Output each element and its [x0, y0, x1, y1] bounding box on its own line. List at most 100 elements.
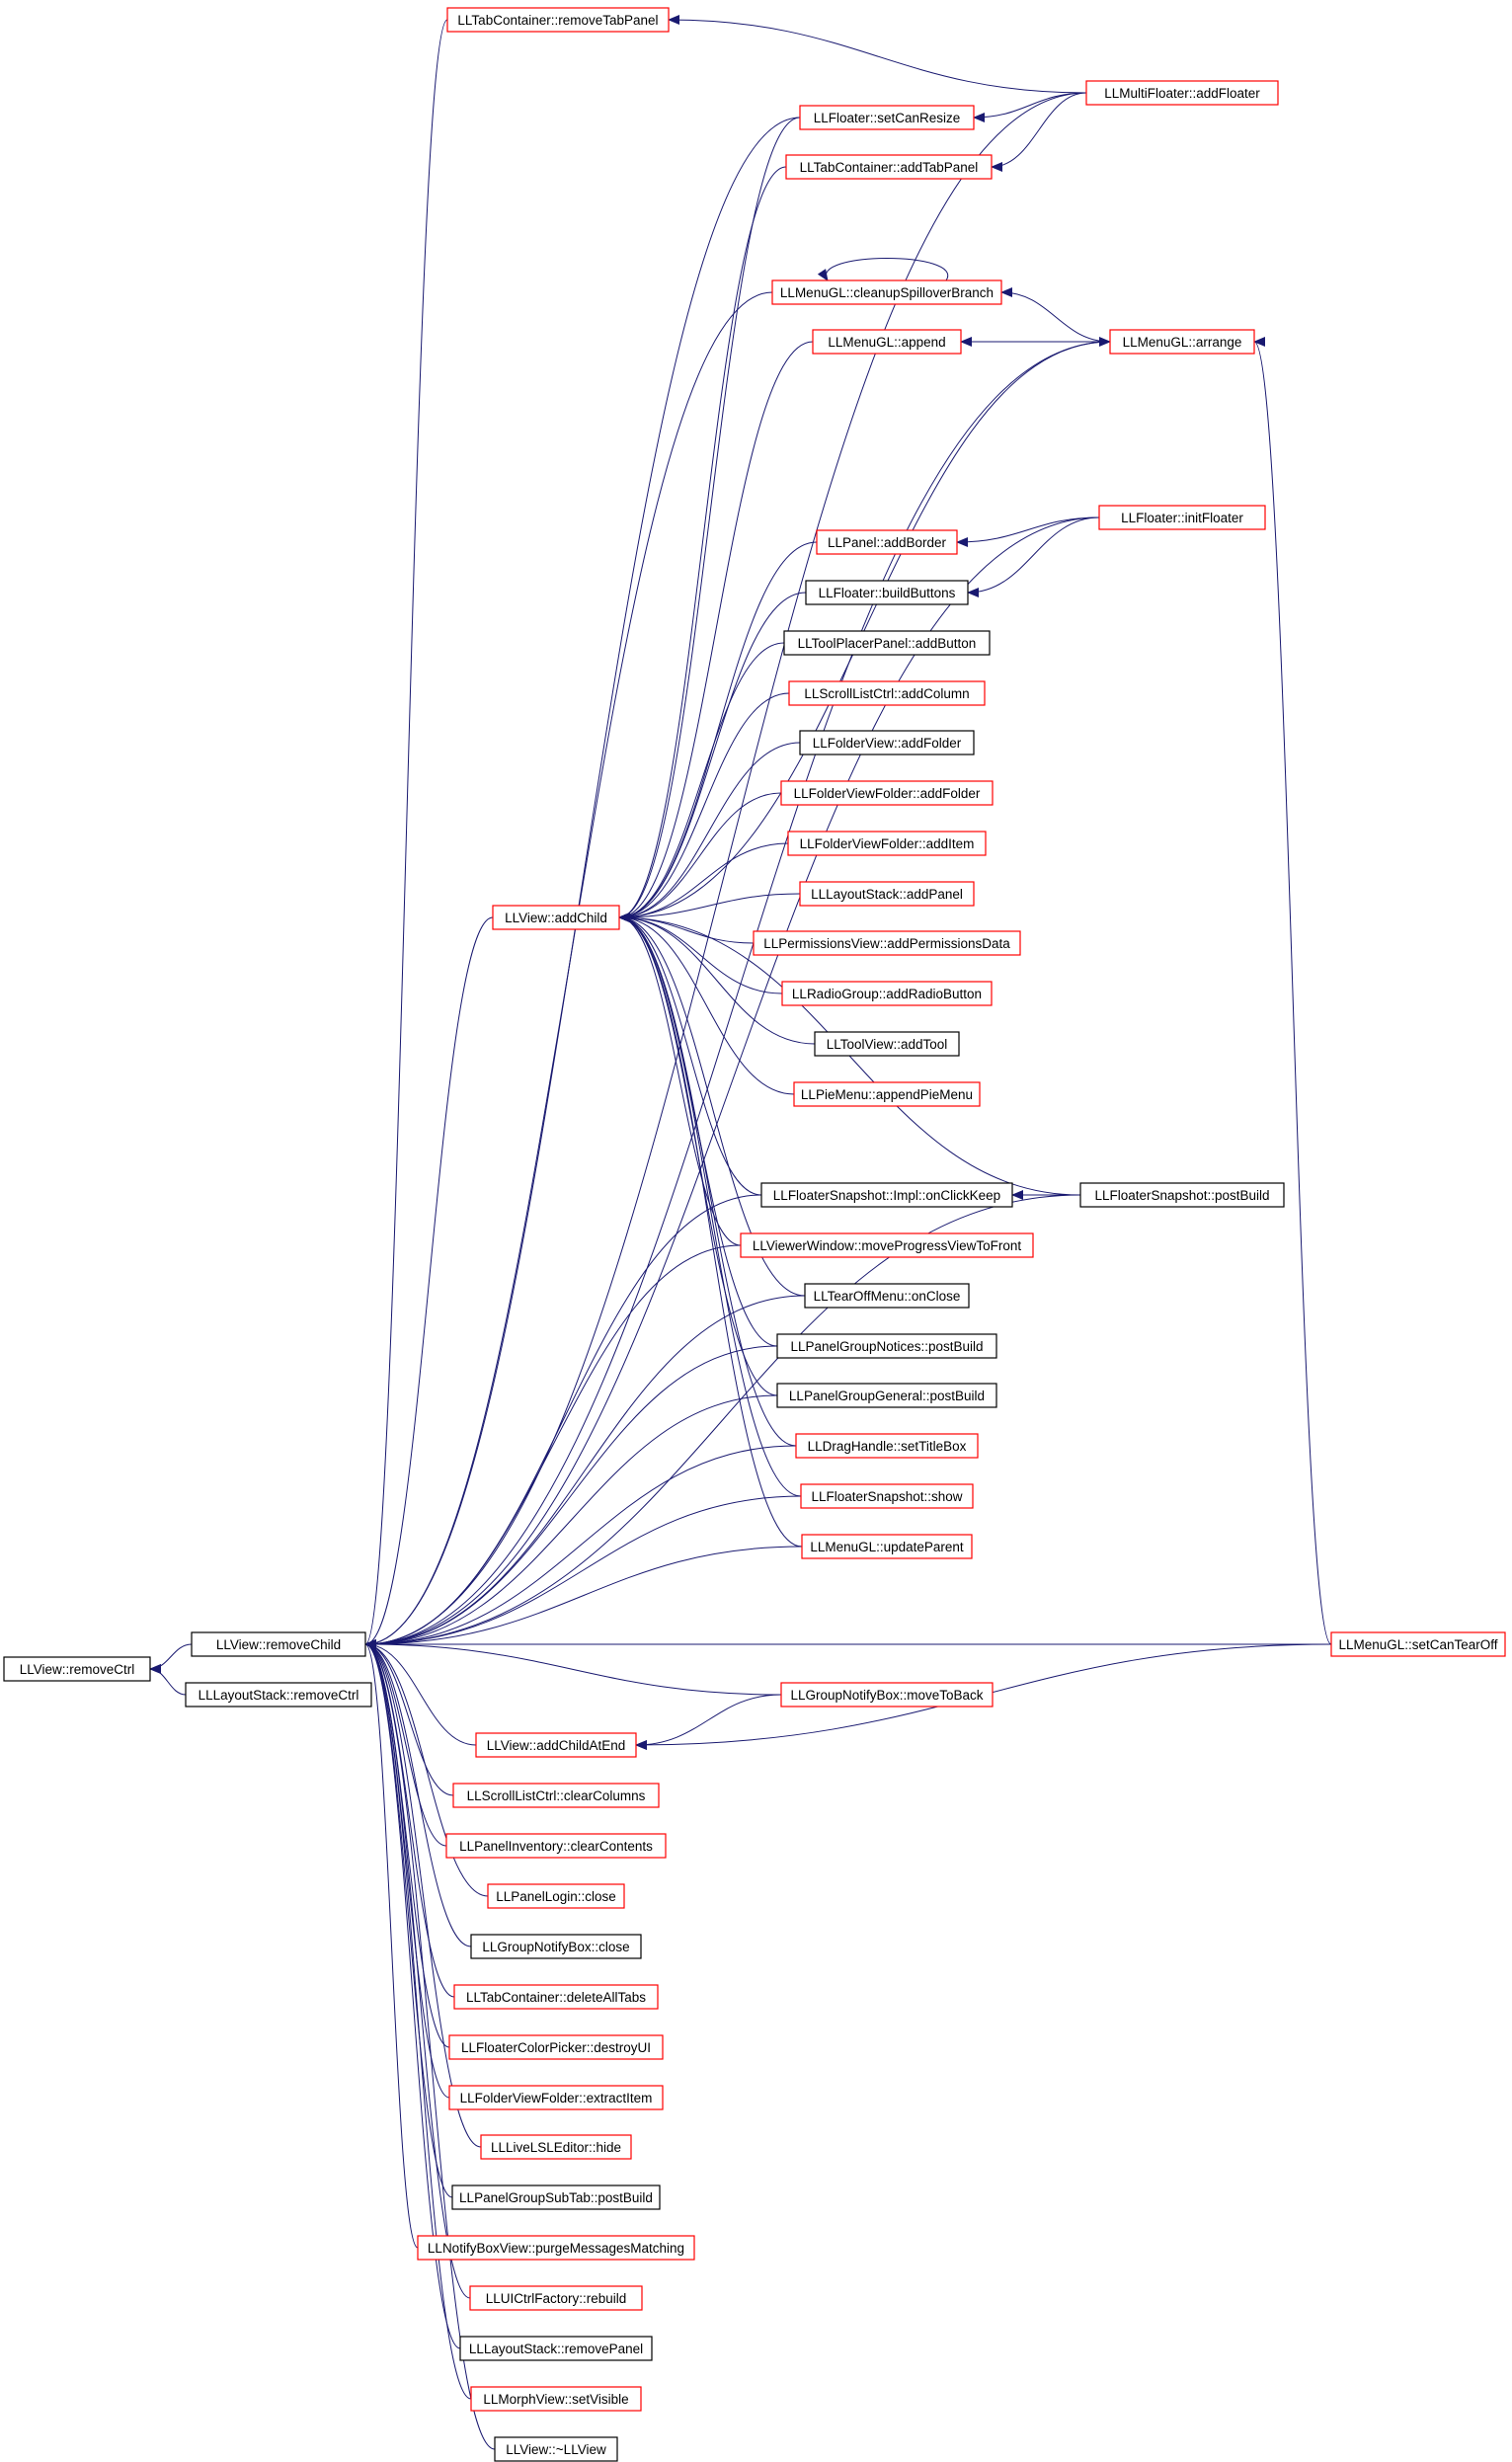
node-lldraghandle-settitlebox[interactable]: LLDragHandle::setTitleBox: [795, 1433, 979, 1459]
node-lltoolplacerpanel-addbutton[interactable]: LLToolPlacerPanel::addButton: [783, 630, 991, 656]
node-llfloatersnapshot-postbuild[interactable]: LLFloaterSnapshot::postBuild: [1079, 1182, 1285, 1208]
node-lltabcontainer-removetabpanel[interactable]: LLTabContainer::removeTabPanel: [446, 7, 670, 33]
node-box[interactable]: [800, 1483, 974, 1509]
node-box[interactable]: [448, 2034, 664, 2060]
node-llfloater-buildbuttons[interactable]: LLFloater::buildButtons: [805, 580, 969, 605]
node-llfolderview-addfolder[interactable]: LLFolderView::addFolder: [799, 730, 975, 755]
node-llview-addchild[interactable]: LLView::addChild: [492, 905, 620, 930]
node-box[interactable]: [804, 1283, 970, 1309]
node-box[interactable]: [801, 1534, 973, 1559]
node-lllivelsleditor-hide[interactable]: LLLiveLSLEditor::hide: [480, 2134, 632, 2160]
node-box[interactable]: [812, 329, 962, 355]
node-llmenugl-updateparent[interactable]: LLMenuGL::updateParent: [801, 1534, 973, 1559]
node-box[interactable]: [799, 881, 975, 907]
node-box[interactable]: [780, 780, 994, 806]
node-llfolderviewfolder-addfolder[interactable]: LLFolderViewFolder::addFolder: [780, 780, 994, 806]
node-box[interactable]: [799, 105, 975, 130]
node-llpermissionsview-addpermissionsdata[interactable]: LLPermissionsView::addPermissionsData: [753, 930, 1021, 956]
node-llview-destructor-llview[interactable]: LLView::~LLView: [494, 2436, 618, 2462]
node-llradiogroup-addradiobutton[interactable]: LLRadioGroup::addRadioButton: [781, 981, 993, 1006]
node-llpanelgroupgeneral-postbuild[interactable]: LLPanelGroupGeneral::postBuild: [776, 1383, 997, 1408]
node-box[interactable]: [191, 1631, 366, 1657]
node-box[interactable]: [1109, 329, 1255, 355]
node-lltabcontainer-deletealltabs[interactable]: LLTabContainer::deleteAllTabs: [453, 1984, 659, 2010]
node-box[interactable]: [785, 154, 993, 180]
node-llfolderviewfolder-extractitem[interactable]: LLFolderViewFolder::extractItem: [448, 2085, 664, 2110]
node-box[interactable]: [795, 1433, 979, 1459]
node-llfloatercolorpicker-destroyui[interactable]: LLFloaterColorPicker::destroyUI: [448, 2034, 664, 2060]
node-llgroupnotifybox-close[interactable]: LLGroupNotifyBox::close: [470, 1934, 642, 1959]
node-lllayoutstack-addpanel[interactable]: LLLayoutStack::addPanel: [799, 881, 975, 907]
node-box[interactable]: [753, 930, 1021, 956]
node-box[interactable]: [469, 2285, 643, 2311]
node-box[interactable]: [494, 2436, 618, 2462]
node-llview-removectrl[interactable]: LLView::removeCtrl: [3, 1656, 151, 1682]
node-box[interactable]: [1330, 1631, 1506, 1657]
node-llmultifloater-addfloater[interactable]: LLMultiFloater::addFloater: [1085, 80, 1279, 106]
node-box[interactable]: [480, 2134, 632, 2160]
node-box[interactable]: [475, 1732, 637, 1758]
node-box[interactable]: [788, 680, 986, 706]
node-llpanelgroupsubtab-postbuild[interactable]: LLPanelGroupSubTab::postBuild: [451, 2184, 661, 2210]
node-llmorphview-setvisible[interactable]: LLMorphView::setVisible: [470, 2386, 642, 2412]
node-box[interactable]: [814, 1031, 960, 1057]
node-box[interactable]: [740, 1232, 1034, 1258]
node-llpanellogin-close[interactable]: LLPanelLogin::close: [487, 1883, 625, 1909]
node-llfloater-setcanresize[interactable]: LLFloater::setCanResize: [799, 105, 975, 130]
node-box[interactable]: [452, 1783, 660, 1808]
node-box[interactable]: [771, 279, 1002, 305]
node-llpiemenu-appendpiemenu[interactable]: LLPieMenu::appendPieMenu: [793, 1081, 981, 1107]
node-llviewerwindow-moveprogressviewtofront[interactable]: LLViewerWindow::moveProgressViewToFront: [740, 1232, 1034, 1258]
node-llpanelinventory-clearcontents[interactable]: LLPanelInventory::clearContents: [445, 1833, 667, 1859]
node-llview-addchildatend[interactable]: LLView::addChildAtEnd: [475, 1732, 637, 1758]
node-box[interactable]: [793, 1081, 981, 1107]
node-box[interactable]: [470, 1934, 642, 1959]
node-box[interactable]: [453, 1984, 659, 2010]
node-box[interactable]: [783, 630, 991, 656]
node-box[interactable]: [805, 580, 969, 605]
node-llnotifyboxview-purgemessagesmatching[interactable]: LLNotifyBoxView::purgeMessagesMatching: [417, 2235, 695, 2261]
node-box[interactable]: [799, 730, 975, 755]
node-box[interactable]: [787, 831, 987, 856]
node-box[interactable]: [492, 905, 620, 930]
node-box[interactable]: [776, 1383, 997, 1408]
node-box[interactable]: [445, 1833, 667, 1859]
node-box[interactable]: [448, 2085, 664, 2110]
node-llscrolllistctrl-clearcolumns[interactable]: LLScrollListCtrl::clearColumns: [452, 1783, 660, 1808]
node-llmenugl-cleanupspilloverbranch[interactable]: LLMenuGL::cleanupSpilloverBranch: [771, 279, 1002, 305]
node-box[interactable]: [487, 1883, 625, 1909]
node-box[interactable]: [1079, 1182, 1285, 1208]
node-box[interactable]: [459, 2336, 653, 2361]
node-lluictrlfactory-rebuild[interactable]: LLUICtrlFactory::rebuild: [469, 2285, 643, 2311]
node-llscrolllistctrl-addcolumn[interactable]: LLScrollListCtrl::addColumn: [788, 680, 986, 706]
node-llfloatersnapshot-show[interactable]: LLFloaterSnapshot::show: [800, 1483, 974, 1509]
node-box[interactable]: [1098, 505, 1266, 530]
node-box[interactable]: [781, 981, 993, 1006]
node-llmenugl-append[interactable]: LLMenuGL::append: [812, 329, 962, 355]
node-box[interactable]: [451, 2184, 661, 2210]
node-box[interactable]: [776, 1333, 997, 1359]
node-box[interactable]: [470, 2386, 642, 2412]
node-box[interactable]: [185, 1682, 372, 1708]
node-box[interactable]: [446, 7, 670, 33]
node-lltoolview-addtool[interactable]: LLToolView::addTool: [814, 1031, 960, 1057]
node-lllayoutstack-removectrl[interactable]: LLLayoutStack::removeCtrl: [185, 1682, 372, 1708]
node-llfolderviewfolder-additem[interactable]: LLFolderViewFolder::addItem: [787, 831, 987, 856]
node-llpanelgroupnotices-postbuild[interactable]: LLPanelGroupNotices::postBuild: [776, 1333, 997, 1359]
node-llpanel-addborder[interactable]: LLPanel::addBorder: [816, 529, 958, 555]
node-lllayoutstack-removepanel[interactable]: LLLayoutStack::removePanel: [459, 2336, 653, 2361]
node-llmenugl-arrange[interactable]: LLMenuGL::arrange: [1109, 329, 1255, 355]
node-llgroupnotifybox-movetoback[interactable]: LLGroupNotifyBox::moveToBack: [780, 1682, 994, 1708]
node-llfloater-initfloater[interactable]: LLFloater::initFloater: [1098, 505, 1266, 530]
node-llmenugl-setcantearoff[interactable]: LLMenuGL::setCanTearOff: [1330, 1631, 1506, 1657]
node-box[interactable]: [1085, 80, 1279, 106]
node-box[interactable]: [3, 1656, 151, 1682]
node-box[interactable]: [417, 2235, 695, 2261]
node-box[interactable]: [816, 529, 958, 555]
node-box[interactable]: [760, 1182, 1013, 1208]
node-llfloatersnapshot-impl-onclickkeep[interactable]: LLFloaterSnapshot::Impl::onClickKeep: [760, 1182, 1013, 1208]
node-llview-removechild[interactable]: LLView::removeChild: [191, 1631, 366, 1657]
node-box[interactable]: [780, 1682, 994, 1708]
node-lltabcontainer-addtabpanel[interactable]: LLTabContainer::addTabPanel: [785, 154, 993, 180]
node-lltearoffmenu-onclose[interactable]: LLTearOffMenu::onClose: [804, 1283, 970, 1309]
